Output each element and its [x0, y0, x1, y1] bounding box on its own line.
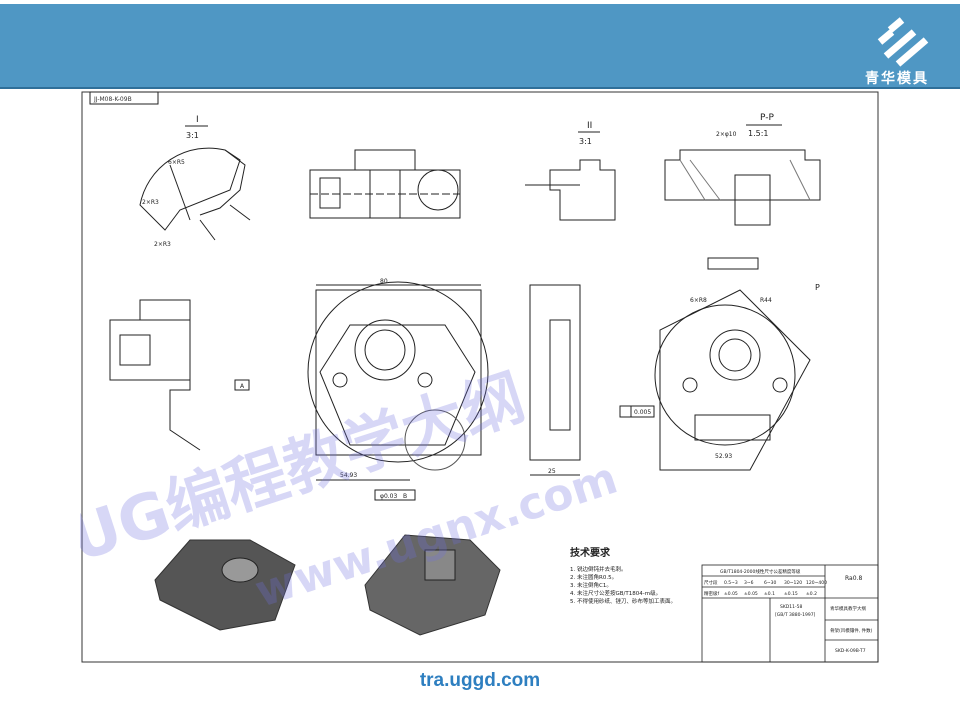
svg-text:2. 未注圆角R0.5。: 2. 未注圆角R0.5。: [570, 573, 617, 581]
svg-text:精密级f: 精密级f: [704, 590, 719, 597]
stripes-logo-icon: [877, 17, 929, 67]
svg-text:P-P: P-P: [760, 113, 774, 123]
svg-text:青华模具教学大纲: 青华模具教学大纲: [830, 605, 866, 612]
svg-text:2×φ10: 2×φ10: [716, 131, 737, 138]
title-block: GB/T1804-2000线性尺寸公差精度等级 尺寸段 0.5~3 3~6 6~…: [701, 564, 879, 663]
svg-text:30~120: 30~120: [784, 580, 802, 586]
svg-text:2×R3: 2×R3: [142, 199, 159, 206]
slide-header: 青华模具: [0, 4, 960, 89]
footer-url[interactable]: tra.uggd.com: [419, 670, 541, 691]
detail-view-2: II 3:1: [525, 121, 616, 221]
svg-text:φ0.03: φ0.03: [380, 493, 398, 500]
svg-text:技术要求: 技术要求: [570, 546, 611, 559]
svg-text:120~400: 120~400: [806, 580, 827, 586]
tech-requirements: 技术要求 1. 锐边倒钝并去毛刺。 2. 未注圆角R0.5。 3. 未注倒角C1…: [570, 546, 676, 605]
svg-text:±0.15: ±0.15: [784, 591, 798, 597]
svg-text:SKD11-58: SKD11-58: [780, 604, 802, 610]
engineering-drawing: JJ-M08-K-09B I 3:1 6×R5 2×R3 2×R3 II 3:1…: [60, 90, 880, 664]
svg-text:±0.05: ±0.05: [724, 591, 738, 597]
tolerance-frame-0005: [619, 405, 655, 418]
drawing-canvas: JJ-M08-K-09B I 3:1 6×R5 2×R3 2×R3 II 3:1…: [60, 91, 879, 663]
svg-text:3:1: 3:1: [579, 137, 592, 146]
flatness-tolerance-value: 0.005: [634, 409, 651, 416]
svg-text:骨架(凹模镶件, 件数): 骨架(凹模镶件, 件数): [830, 627, 873, 634]
svg-text:2×R3: 2×R3: [154, 241, 171, 248]
svg-text:尺寸段: 尺寸段: [704, 579, 718, 586]
svg-text:1.5:1: 1.5:1: [748, 129, 769, 138]
svg-text:B: B: [403, 493, 407, 500]
svg-text:54.93: 54.93: [340, 472, 357, 479]
svg-text:±0.2: ±0.2: [806, 591, 817, 597]
drawing-number-tag: JJ-M08-K-09B: [93, 96, 132, 103]
svg-text:P: P: [815, 283, 820, 292]
svg-text:6×R5: 6×R5: [168, 159, 185, 166]
section-view-pp: P-P 1.5:1 2×φ10: [664, 113, 821, 226]
svg-text:II: II: [587, 121, 592, 131]
drawing-number-box: [89, 91, 159, 105]
svg-text:3~6: 3~6: [744, 580, 754, 586]
svg-text:I: I: [196, 115, 199, 125]
detail-view-1: I 3:1 6×R5 2×R3 2×R3: [139, 115, 251, 248]
svg-text:SKD-K-09B-T7: SKD-K-09B-T7: [835, 648, 866, 654]
side-view: 25: [529, 284, 581, 476]
svg-text:6×R8: 6×R8: [690, 297, 707, 304]
svg-text:5. 不得使用砂纸、锉刀、砂布等加工表面。: 5. 不得使用砂纸、锉刀、砂布等加工表面。: [570, 597, 676, 605]
svg-text:52.93: 52.93: [715, 453, 732, 460]
svg-text:R44: R44: [760, 297, 772, 304]
side-view-top: [309, 149, 461, 219]
svg-text:80: 80: [380, 278, 388, 285]
svg-text:4. 未注尺寸公差按GB/T1804-m级。: 4. 未注尺寸公差按GB/T1804-m级。: [570, 589, 661, 597]
isometric-view-1: [154, 539, 296, 631]
svg-text:3:1: 3:1: [186, 131, 199, 140]
brand-name: 青华模具: [865, 71, 929, 87]
svg-text:A: A: [240, 383, 245, 390]
svg-text:6~30: 6~30: [764, 580, 776, 586]
svg-text:Ra0.8: Ra0.8: [845, 575, 862, 582]
front-view: 80 54.93 φ0.03 B: [307, 278, 489, 501]
svg-text:3. 未注倒角C1。: 3. 未注倒角C1。: [570, 581, 612, 589]
svg-text:±0.1: ±0.1: [764, 591, 775, 597]
svg-text:25: 25: [548, 468, 556, 475]
svg-text:1. 锐边倒钝并去毛刺。: 1. 锐边倒钝并去毛刺。: [570, 565, 627, 573]
isometric-view-2: [364, 534, 501, 636]
svg-text:±0.05: ±0.05: [744, 591, 758, 597]
svg-text:0.5~3: 0.5~3: [724, 580, 738, 586]
top-view: 6×R8 R44 52.93 P 0.005: [619, 257, 820, 471]
svg-text:GB/T1804-2000线性尺寸公差精度等级: GB/T1804-2000线性尺寸公差精度等级: [720, 568, 801, 575]
svg-text:[GB/T 3880-1997]: [GB/T 3880-1997]: [775, 612, 816, 618]
left-view: A: [109, 299, 250, 451]
brand-logo: 青华模具: [852, 12, 942, 90]
